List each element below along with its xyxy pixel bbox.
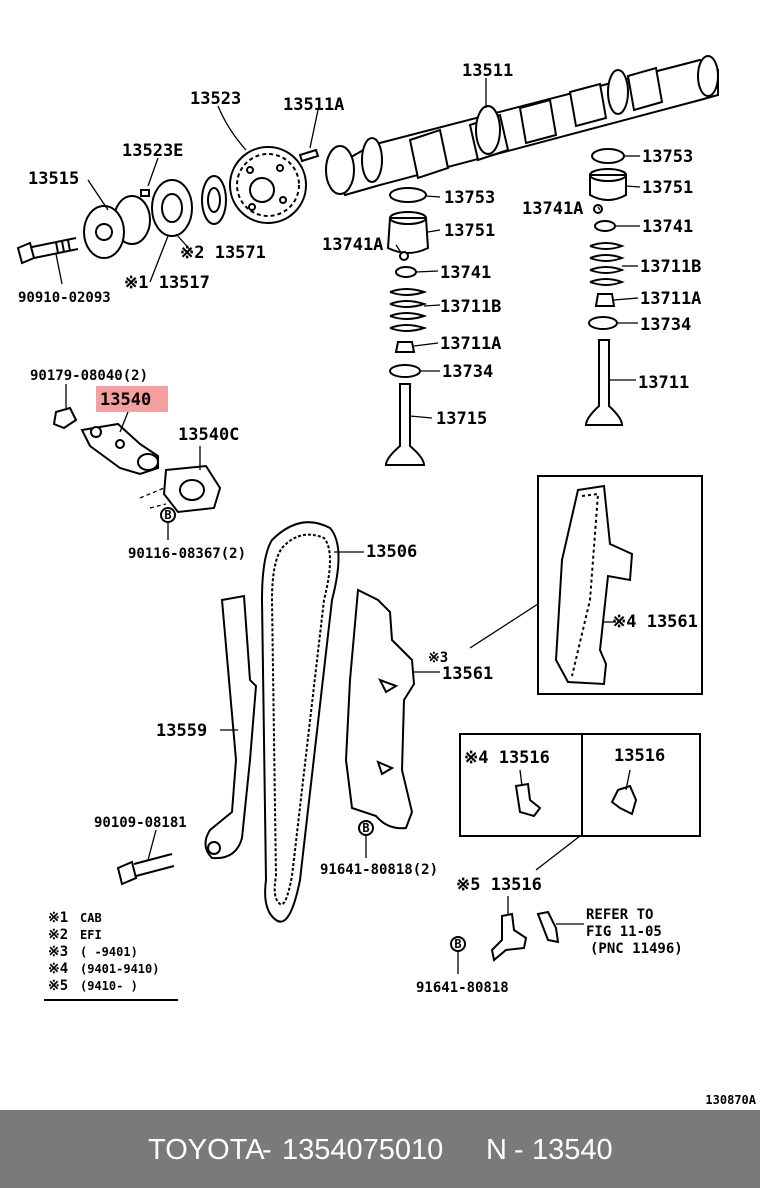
label-13515: 13515 bbox=[28, 169, 79, 189]
parts-diagram: B B B bbox=[16, 55, 757, 1107]
pin-13511A bbox=[298, 148, 320, 163]
part-labels: 13511 13523 13511A 13523E 13515 ※2 13571… bbox=[18, 61, 757, 1107]
label-13711: 13711 bbox=[638, 373, 689, 393]
label-13540: 13540 bbox=[100, 390, 151, 410]
label-13516: ※5 13516 bbox=[456, 875, 542, 895]
label-91641-80818: 91641-80818 bbox=[416, 980, 509, 996]
bracket-13516 bbox=[490, 912, 528, 962]
gasket-13540C bbox=[139, 464, 222, 514]
label-13523E: 13523E bbox=[122, 141, 183, 161]
label-13711B-left: 13711B bbox=[440, 297, 501, 317]
svg-text:B: B bbox=[362, 821, 369, 835]
inset-bracket-13516-a bbox=[514, 782, 542, 818]
cam-sprocket-13523 bbox=[229, 146, 307, 224]
valve-set-left bbox=[384, 187, 430, 466]
label-13711A-left: 13711A bbox=[440, 334, 501, 354]
timing-chain-13506 bbox=[260, 521, 340, 923]
refer-line-3: (PNC 11496) bbox=[590, 941, 683, 957]
legend: ※1 CAB ※2 EFI ※3 ( -9401) ※4 (9401-9410)… bbox=[44, 910, 178, 1001]
label-13734-right: 13734 bbox=[640, 315, 691, 335]
label-13741A-left: 13741A bbox=[322, 235, 383, 255]
svg-text:B: B bbox=[454, 937, 461, 951]
label-13561: 13561 bbox=[442, 664, 493, 684]
camshaft-13511 bbox=[325, 55, 719, 197]
label-13741-left: 13741 bbox=[440, 263, 491, 283]
label-13711B-right: 13711B bbox=[640, 257, 701, 277]
legend-item: ※1 CAB bbox=[48, 910, 102, 926]
label-13561-box: ※4 13561 bbox=[612, 612, 698, 632]
footer-pnc: 13540 bbox=[532, 1134, 613, 1166]
highlight-13540 bbox=[96, 386, 168, 412]
label-13516-box2: 13516 bbox=[614, 746, 665, 766]
svg-text:EFI: EFI bbox=[80, 928, 102, 942]
label-13511: 13511 bbox=[462, 61, 513, 81]
nut-90116-08367: B bbox=[160, 507, 176, 523]
label-13741A-right: 13741A bbox=[522, 199, 583, 219]
svg-text:(9410- ): (9410- ) bbox=[80, 979, 138, 993]
inset-box-13561 bbox=[537, 475, 703, 695]
svg-text:※4: ※4 bbox=[48, 961, 68, 977]
footer-bar: TOYOTA - 1354075010 N - 13540 bbox=[0, 1110, 760, 1188]
footer-code: N bbox=[486, 1134, 507, 1166]
label-13741-right: 13741 bbox=[642, 217, 693, 237]
label-13751-left: 13751 bbox=[444, 221, 495, 241]
label-13571: ※2 13571 bbox=[180, 243, 266, 263]
label-13506: 13506 bbox=[366, 542, 417, 562]
svg-text:B: B bbox=[164, 508, 171, 522]
svg-text:※2: ※2 bbox=[48, 927, 68, 943]
footer-brand: TOYOTA bbox=[148, 1134, 265, 1166]
footer-separator: - bbox=[262, 1134, 272, 1166]
legend-item: ※4 (9401-9410) bbox=[48, 961, 159, 977]
label-13517: ※1 13517 bbox=[124, 273, 210, 293]
label-13523: 13523 bbox=[190, 89, 241, 109]
footer-separator: - bbox=[514, 1134, 524, 1166]
label-13715: 13715 bbox=[436, 409, 487, 429]
label-90179-08040: 90179-08040(2) bbox=[30, 368, 148, 384]
label-91641-80818-2: 91641-80818(2) bbox=[320, 862, 438, 878]
label-13753-left: 13753 bbox=[444, 188, 495, 208]
bolt-91641-80818: B bbox=[450, 936, 466, 952]
gear-13517 bbox=[151, 179, 193, 237]
inset-bracket-13516-b bbox=[610, 784, 638, 816]
legend-item: ※3 ( -9401) bbox=[48, 944, 138, 960]
legend-item: ※2 EFI bbox=[48, 927, 102, 943]
svg-text:CAB: CAB bbox=[80, 911, 102, 925]
pulley-13515 bbox=[83, 195, 151, 259]
refer-line-1: REFER TO bbox=[586, 907, 653, 923]
bolt-90109-08181 bbox=[116, 853, 175, 886]
label-13734-left: 13734 bbox=[442, 362, 493, 382]
label-90109-08181: 90109-08181 bbox=[94, 815, 187, 831]
label-13559: 13559 bbox=[156, 721, 207, 741]
label-13511A: 13511A bbox=[283, 95, 344, 115]
label-13751-right: 13751 bbox=[642, 178, 693, 198]
chain-tensioner-13540 bbox=[80, 422, 159, 476]
bolt-90910-02093 bbox=[16, 237, 79, 265]
refer-line-2: FIG 11-05 bbox=[586, 924, 662, 940]
plate-13571 bbox=[201, 175, 227, 225]
label-13753-right: 13753 bbox=[642, 147, 693, 167]
label-13516-box1: ※4 13516 bbox=[464, 748, 550, 768]
bolt-90179-08040 bbox=[52, 406, 78, 430]
figure-code: 130870A bbox=[705, 1093, 756, 1107]
valve-set-right bbox=[584, 148, 627, 426]
chain-damper-13561: B bbox=[344, 588, 416, 836]
label-13711A-right: 13711A bbox=[640, 289, 701, 309]
inset-damper-13561 bbox=[554, 484, 634, 686]
svg-text:(9401-9410): (9401-9410) bbox=[80, 962, 159, 976]
key-13523E bbox=[140, 189, 150, 197]
legend-item: ※5 (9410- ) bbox=[48, 978, 138, 994]
leader-lines bbox=[55, 78, 641, 974]
svg-text:※3: ※3 bbox=[48, 944, 68, 960]
label-90116-08367: 90116-08367(2) bbox=[128, 546, 246, 562]
svg-text:※5: ※5 bbox=[48, 978, 68, 994]
label-90910-02093: 90910-02093 bbox=[18, 290, 111, 306]
footer-part-number: 1354075010 bbox=[282, 1134, 444, 1166]
label-13561-mark: ※3 bbox=[428, 650, 448, 666]
svg-text:( -9401): ( -9401) bbox=[80, 945, 138, 959]
svg-text:※1: ※1 bbox=[48, 910, 68, 926]
refer-part bbox=[536, 910, 560, 944]
label-13540C: 13540C bbox=[178, 425, 239, 445]
chain-guide-13559 bbox=[204, 594, 258, 860]
